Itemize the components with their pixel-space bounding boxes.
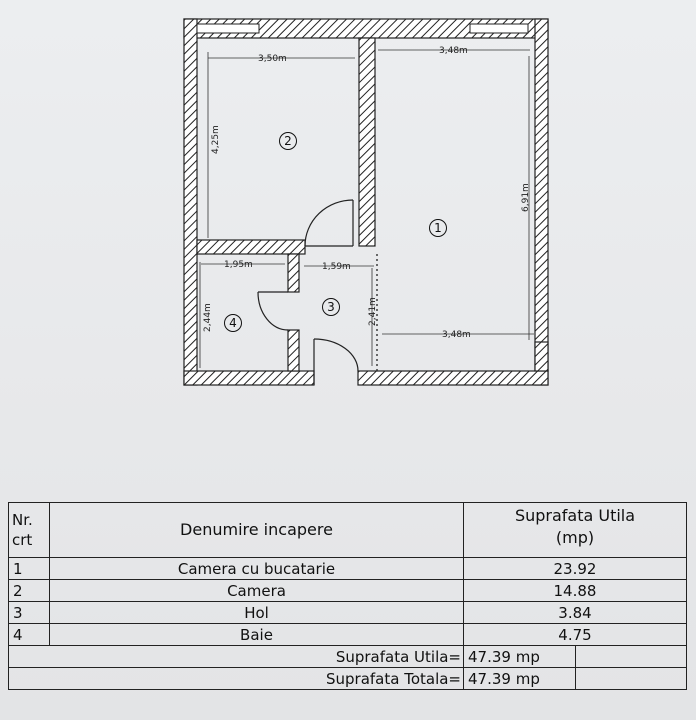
wall-stub-bottom-right <box>534 341 549 372</box>
area-table: Nr. crt Denumire incapere Suprafata Util… <box>8 502 687 690</box>
svg-text:4: 4 <box>229 316 237 330</box>
table-row: 3 Hol 3.84 <box>8 601 687 624</box>
window-top-right <box>469 23 529 34</box>
door-bath <box>257 291 289 331</box>
dim-bath-width: 1,95m <box>224 260 253 270</box>
dim-hall-height: 2,41m <box>368 297 378 326</box>
dim-living-width-bottom: 3,48m <box>442 330 471 340</box>
room-number-4: 4 <box>224 314 242 332</box>
useful-area-label: Suprafata Utila= <box>8 645 464 668</box>
dim-living-height: 6,91m <box>521 183 531 212</box>
window-top-left <box>196 23 260 34</box>
useful-area-row: Suprafata Utila= 47.39 mp <box>8 645 687 668</box>
dim-hall-width: 1,59m <box>322 262 351 272</box>
wall-bottom-right <box>357 370 549 386</box>
table-row: 1 Camera cu bucatarie 23.92 <box>8 557 687 580</box>
header-nr: Nr. crt <box>8 502 50 558</box>
dim-bath-height: 2,44m <box>203 303 213 332</box>
wall-bath-right-top <box>287 253 300 293</box>
svg-text:1: 1 <box>434 221 442 235</box>
wall-right <box>534 18 549 386</box>
total-area-value: 47.39 mp <box>463 667 576 690</box>
room-number-2: 2 <box>279 132 297 150</box>
door-entrance <box>313 338 359 385</box>
wall-bottom-left <box>183 370 315 386</box>
header-name: Denumire incapere <box>49 502 464 558</box>
useful-area-value: 47.39 mp <box>463 645 576 668</box>
wall-left <box>183 18 198 386</box>
floor-plan: 3,50m 3,48m 4,25m 6,91m 1,95m 1,59m 2,44… <box>183 18 549 386</box>
door-room2 <box>304 199 354 247</box>
svg-text:2: 2 <box>284 134 292 148</box>
room-number-1: 1 <box>429 219 447 237</box>
wall-center-vertical <box>358 37 376 247</box>
wall-room2-bottom <box>196 239 306 255</box>
table-row: 4 Baie 4.75 <box>8 623 687 646</box>
dim-camera-width: 3,50m <box>258 54 287 64</box>
wall-bath-right-bottom <box>287 329 300 372</box>
table-row: 2 Camera 14.88 <box>8 579 687 602</box>
svg-text:3: 3 <box>327 300 335 314</box>
dim-living-width-top: 3,48m <box>439 46 468 56</box>
total-area-row: Suprafata Totala= 47.39 mp <box>8 667 687 690</box>
total-area-label: Suprafata Totala= <box>8 667 464 690</box>
table-header: Nr. crt Denumire incapere Suprafata Util… <box>8 502 687 558</box>
header-area: Suprafata Utila (mp) <box>463 502 687 558</box>
dim-camera-height: 4,25m <box>211 125 221 154</box>
room-number-3: 3 <box>322 298 340 316</box>
